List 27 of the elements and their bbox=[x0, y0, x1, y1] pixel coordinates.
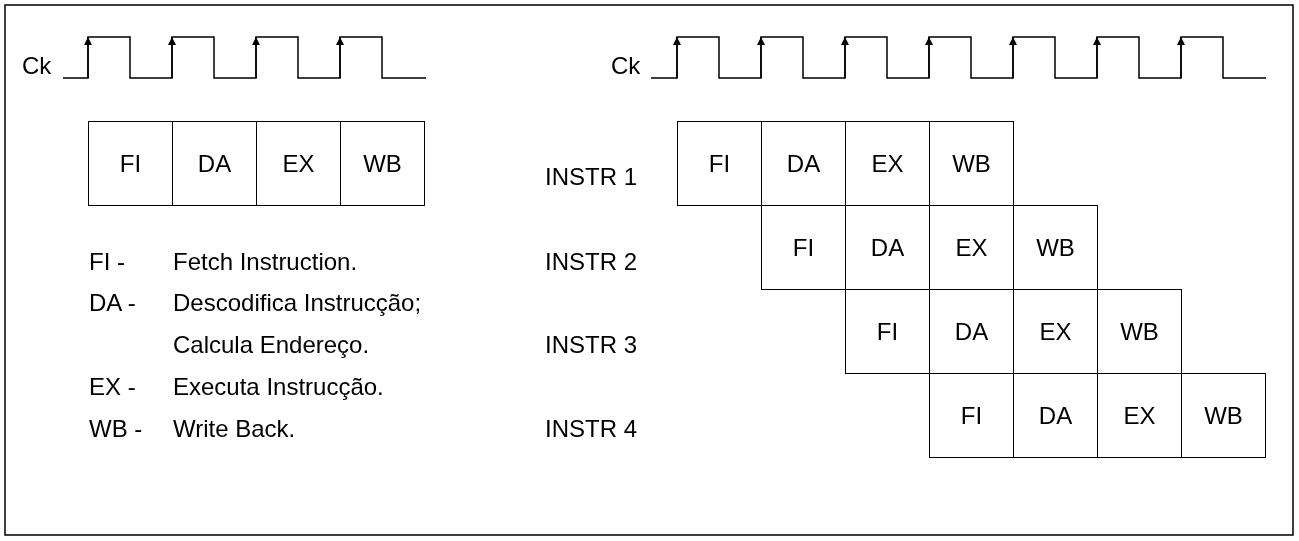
pipeline-stage-box: WB bbox=[1097, 289, 1182, 374]
stage-description: Write Back. bbox=[173, 415, 296, 443]
pipeline-stage-box: FI bbox=[677, 121, 762, 206]
pipeline-stage-box: WB bbox=[1181, 373, 1266, 458]
stage-description: Fetch Instruction. bbox=[173, 248, 358, 276]
instruction-label: INSTR 4 bbox=[545, 415, 637, 443]
pipeline-stage-box: WB bbox=[1013, 205, 1098, 290]
stage-abbreviation: EX - bbox=[89, 373, 136, 401]
pipeline-stage-box: EX bbox=[256, 121, 341, 206]
clock-label: Ck bbox=[22, 52, 52, 80]
stage-description: Calcula Endereço. bbox=[173, 331, 370, 359]
clock-label: Ck bbox=[611, 52, 641, 80]
stage-abbreviation: DA - bbox=[89, 289, 136, 317]
pipeline-stage-box: DA bbox=[172, 121, 257, 206]
pipeline-stage-box: WB bbox=[340, 121, 425, 206]
pipeline-stage-box: FI bbox=[88, 121, 173, 206]
instruction-label: INSTR 3 bbox=[545, 331, 637, 359]
pipeline-stage-box: FI bbox=[761, 205, 846, 290]
stage-abbreviation: WB - bbox=[89, 415, 143, 443]
pipeline-stage-box: FI bbox=[929, 373, 1014, 458]
pipeline-stage-box: FI bbox=[845, 289, 930, 374]
instruction-label: INSTR 2 bbox=[545, 248, 637, 276]
stage-description: Executa Instrucção. bbox=[173, 373, 384, 401]
stage-abbreviation: FI - bbox=[89, 248, 125, 276]
pipeline-stage-box: WB bbox=[929, 121, 1014, 206]
stage-description: Descodifica Instrucção; bbox=[173, 289, 422, 317]
instruction-label: INSTR 1 bbox=[545, 163, 637, 191]
